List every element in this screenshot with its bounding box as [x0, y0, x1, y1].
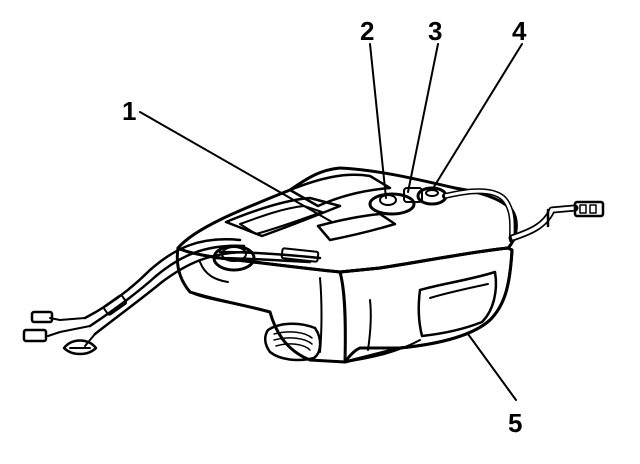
callout-2: 2: [360, 16, 374, 46]
wiring-harness: [83, 238, 322, 336]
vent-line: [442, 188, 516, 243]
leader-3: [407, 43, 439, 193]
right-hose-connector: [508, 200, 605, 242]
leader-2: [369, 43, 387, 199]
harness-connectors: [22, 310, 98, 356]
fuel-tank: [175, 166, 518, 364]
callout-1: 1: [122, 96, 136, 126]
top-shield-plates: [224, 173, 397, 242]
leader-5: [467, 333, 517, 401]
leader-4: [431, 43, 523, 191]
callout-5: 5: [508, 408, 522, 438]
callout-labels: 1 2 3 4 5: [122, 16, 527, 438]
callout-4: 4: [512, 16, 527, 46]
callout-3: 3: [428, 16, 442, 46]
callout-leaders: [139, 43, 523, 401]
leader-1: [139, 111, 333, 223]
